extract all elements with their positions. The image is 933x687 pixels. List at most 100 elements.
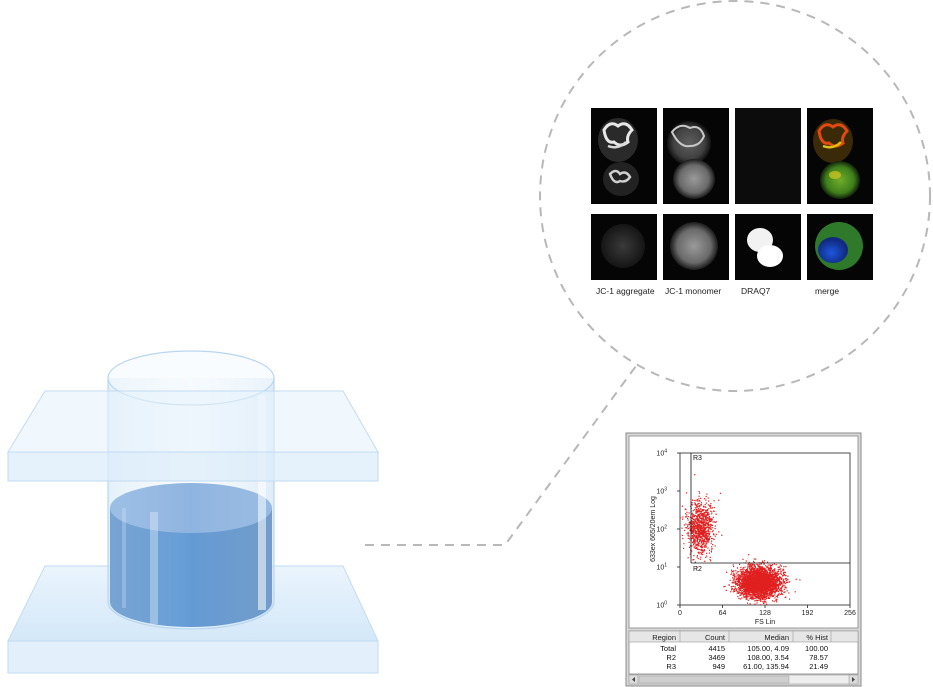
scatter-point bbox=[692, 518, 694, 520]
scatter-point bbox=[707, 522, 709, 524]
scatter-point bbox=[768, 584, 770, 586]
y-axis-label: 633ex 665/20em Log bbox=[650, 496, 657, 562]
scatter-point bbox=[731, 582, 733, 584]
scatter-point bbox=[794, 591, 796, 593]
scatter-point bbox=[694, 545, 696, 547]
scatter-point bbox=[766, 597, 768, 599]
scatter-point bbox=[746, 580, 748, 582]
scatter-point bbox=[773, 591, 775, 593]
scatter-point bbox=[747, 587, 749, 589]
scatter-point bbox=[776, 574, 779, 577]
scatter-point bbox=[746, 588, 749, 590]
scatter-point bbox=[768, 575, 770, 577]
scatter-point bbox=[760, 580, 763, 583]
scatter-point bbox=[759, 579, 761, 581]
scatter-point bbox=[748, 571, 750, 573]
scatter-point bbox=[762, 594, 764, 596]
scatter-point bbox=[755, 597, 757, 599]
scatter-point bbox=[733, 565, 735, 568]
scatter-point bbox=[748, 574, 750, 576]
scatter-point bbox=[744, 583, 746, 585]
dashed-connector bbox=[365, 365, 637, 546]
scatter-point bbox=[706, 512, 708, 514]
scatter-point bbox=[697, 505, 699, 507]
scatter-point bbox=[747, 568, 749, 570]
scatter-point bbox=[741, 581, 743, 583]
scatter-point bbox=[701, 540, 703, 542]
scatter-point bbox=[785, 566, 787, 568]
scatter-point bbox=[737, 573, 739, 575]
scatter-point bbox=[758, 583, 760, 585]
scatter-point bbox=[756, 577, 758, 579]
scatter-point bbox=[759, 574, 761, 576]
scatter-point bbox=[689, 522, 692, 524]
scatter-point bbox=[704, 534, 706, 536]
scatter-point bbox=[709, 504, 712, 507]
scatter-point bbox=[774, 570, 776, 572]
scatter-point bbox=[766, 566, 768, 568]
scatter-point bbox=[705, 506, 707, 508]
scatter-point bbox=[703, 530, 705, 532]
scatter-point bbox=[689, 525, 691, 527]
x-tick-label: 128 bbox=[759, 610, 771, 617]
scatter-point bbox=[753, 587, 755, 589]
scatter-point bbox=[709, 525, 712, 527]
scatter-point bbox=[761, 588, 763, 590]
scatter-point bbox=[760, 604, 762, 605]
scatter-point bbox=[753, 574, 755, 576]
scatter-point bbox=[738, 571, 740, 573]
scatter-point bbox=[707, 517, 710, 519]
scatter-point bbox=[749, 574, 751, 576]
scatter-point bbox=[769, 590, 771, 592]
scatter-point bbox=[694, 533, 696, 535]
scatter-point bbox=[706, 493, 708, 495]
scroll-thumb[interactable] bbox=[638, 675, 790, 684]
scatter-point bbox=[737, 583, 739, 585]
scatter-point bbox=[744, 593, 746, 595]
scatter-point bbox=[778, 582, 781, 584]
scatter-point bbox=[768, 587, 770, 589]
scatter-point bbox=[708, 521, 710, 523]
scatter-point bbox=[761, 570, 763, 572]
scatter-point bbox=[686, 514, 688, 516]
scatter-point bbox=[740, 566, 742, 569]
scatter-point bbox=[756, 575, 758, 577]
scatter-point bbox=[704, 542, 706, 544]
scatter-point bbox=[698, 523, 700, 525]
scatter-point bbox=[771, 574, 773, 576]
scatter-point bbox=[779, 579, 781, 581]
scatter-point bbox=[698, 500, 700, 502]
scatter-point bbox=[704, 516, 706, 518]
x-tick-label: 64 bbox=[719, 610, 727, 617]
scatter-point bbox=[712, 521, 714, 523]
scatter-point bbox=[749, 597, 752, 599]
scatter-point bbox=[740, 594, 742, 596]
scatter-point bbox=[785, 579, 787, 582]
scatter-point bbox=[762, 568, 764, 570]
scatter-point bbox=[739, 592, 741, 594]
scatter-point bbox=[693, 526, 695, 528]
scatter-point bbox=[759, 571, 761, 573]
scatter-point bbox=[750, 580, 752, 582]
scatter-point bbox=[732, 574, 734, 576]
scatter-point bbox=[692, 515, 694, 517]
scatter-point bbox=[784, 596, 786, 598]
scatter-point bbox=[702, 522, 704, 524]
scatter-point bbox=[738, 589, 740, 591]
scatter-point bbox=[769, 569, 771, 571]
scatter-point bbox=[780, 572, 782, 574]
scatter-point bbox=[699, 512, 701, 514]
scatter-point bbox=[714, 528, 716, 530]
scatter-point bbox=[706, 552, 708, 554]
scatter-point bbox=[694, 503, 696, 505]
scatter-point bbox=[753, 579, 755, 581]
scatter-point bbox=[705, 518, 707, 520]
scatter-point bbox=[770, 568, 772, 570]
scatter-point bbox=[703, 524, 705, 526]
scatter-point bbox=[711, 546, 713, 548]
scatter-point bbox=[760, 571, 762, 573]
scatter-point bbox=[759, 599, 761, 601]
scatter-point bbox=[757, 594, 759, 596]
scatter-point bbox=[777, 588, 779, 590]
scatter-point bbox=[733, 572, 735, 574]
